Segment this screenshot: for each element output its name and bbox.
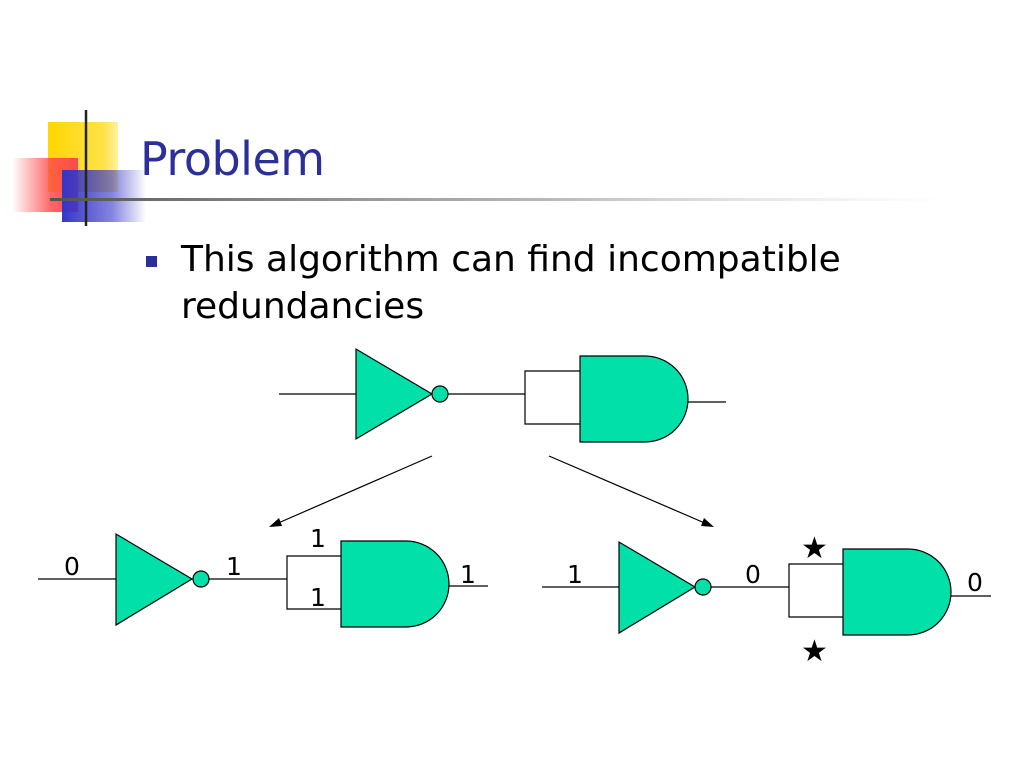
bullet-square-icon bbox=[146, 256, 157, 267]
star-icon: ★ bbox=[801, 634, 828, 669]
right-and-gate bbox=[842, 548, 952, 636]
left-inverter-gate bbox=[115, 532, 194, 627]
top-inverter-gate bbox=[355, 347, 434, 441]
title-underline bbox=[50, 198, 950, 201]
right-inverter-gate bbox=[618, 540, 697, 635]
top-circuit bbox=[279, 347, 726, 443]
branch-arrow-right bbox=[548, 455, 714, 527]
right-inverter-output-value: 0 bbox=[745, 560, 761, 589]
left-input-value: 0 bbox=[64, 552, 80, 581]
top-inverter-bubble bbox=[431, 385, 449, 403]
top-fork-wire bbox=[524, 370, 580, 425]
left-inverter-output-value: 1 bbox=[226, 552, 242, 581]
left-output-value: 1 bbox=[460, 560, 476, 589]
bullet-text: This algorithm can find incompatible red… bbox=[181, 239, 841, 327]
left-and-input-top-value: 1 bbox=[310, 524, 326, 553]
right-circuit: 1 0 0 ★ ★ bbox=[542, 531, 991, 669]
right-input-value: 1 bbox=[567, 560, 583, 589]
left-and-gate bbox=[340, 540, 450, 628]
left-and-input-bottom-value: 1 bbox=[310, 583, 326, 612]
left-circuit: 0 1 1 1 1 bbox=[38, 524, 488, 628]
right-fork-wire bbox=[788, 563, 843, 618]
right-inverter-bubble bbox=[694, 578, 712, 596]
deco-blue-bar bbox=[62, 170, 146, 222]
left-fork-wire bbox=[286, 555, 341, 610]
slide-title: Problem bbox=[140, 132, 325, 186]
branch-arrow-left bbox=[269, 455, 433, 527]
top-and-gate bbox=[579, 355, 689, 443]
right-output-value: 0 bbox=[967, 568, 983, 597]
left-inverter-bubble bbox=[192, 570, 210, 588]
star-icon: ★ bbox=[801, 531, 828, 566]
